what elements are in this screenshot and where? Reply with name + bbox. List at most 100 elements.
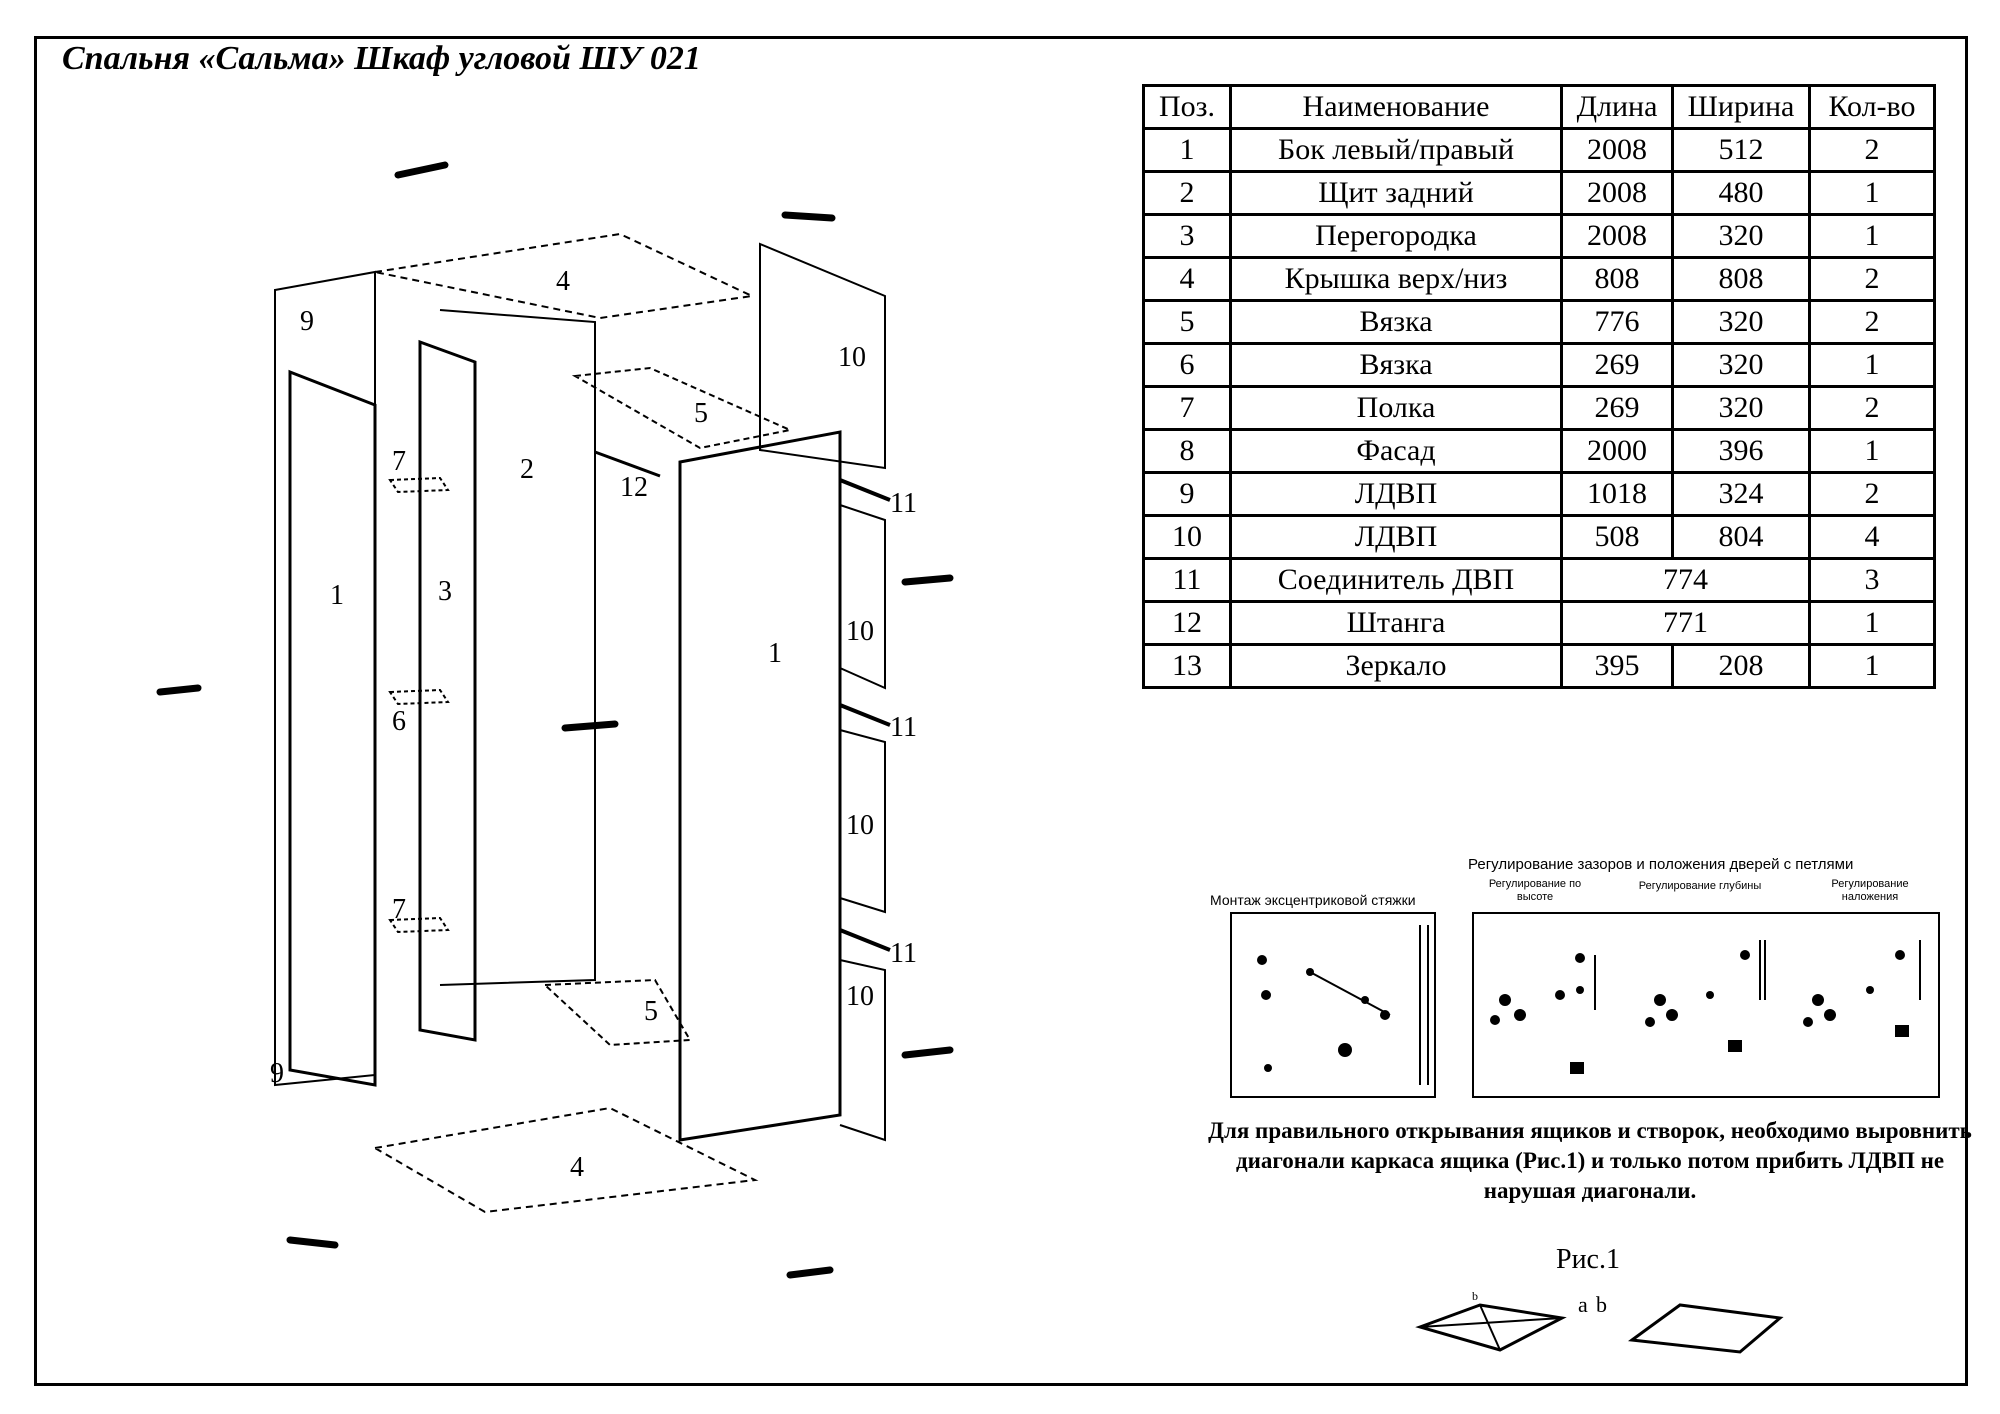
eccentric-illustration	[1257, 955, 1390, 1072]
cell-length: 776	[1560, 299, 1674, 345]
cell-pos: 4	[1142, 256, 1232, 302]
cell-qty: 2	[1808, 256, 1936, 302]
cell-pos: 12	[1142, 600, 1232, 646]
rear-panel-10c	[839, 729, 886, 914]
cell-name: Полка	[1229, 385, 1563, 431]
eccentric-title: Монтаж эксцентриковой стяжки	[1210, 892, 1416, 908]
label-12: 12	[620, 472, 648, 503]
cell-width: 320	[1671, 213, 1811, 259]
rear-panel-10d	[839, 959, 886, 1142]
label-11-c: 11	[890, 938, 917, 969]
figure-1-drawing	[1415, 1303, 1784, 1354]
cell-width: 208	[1671, 643, 1811, 689]
stretcher-top	[571, 366, 794, 450]
cell-length: 269	[1560, 342, 1674, 388]
partition-panel	[418, 339, 477, 1042]
fig-diag-b-small: b	[1472, 1289, 1478, 1303]
cell-qty: 1	[1808, 342, 1936, 388]
cell-qty: 2	[1808, 299, 1936, 345]
label-5-top: 5	[694, 398, 708, 429]
cell-name: ЛДВП	[1229, 514, 1563, 560]
label-10-b: 10	[846, 616, 874, 647]
rod-12	[594, 450, 661, 478]
hinge-lines	[1594, 940, 1921, 1010]
header-pos: Поз.	[1142, 84, 1232, 130]
hinge-overlay-label: Регулирование наложения	[1831, 878, 1909, 903]
label-6: 6	[392, 706, 406, 737]
bottom-cover-panel	[372, 1106, 759, 1214]
cell-pos: 13	[1142, 643, 1232, 689]
hinge-box	[1472, 912, 1940, 1098]
cell-pos: 11	[1142, 557, 1232, 603]
cell-name: Штанга	[1229, 600, 1563, 646]
label-10-c: 10	[846, 810, 874, 841]
connector-11b	[839, 703, 891, 727]
cell-width: 320	[1671, 299, 1811, 345]
hinge-depth-label: Регулирование глубины	[1638, 880, 1762, 892]
label-9-top: 9	[300, 306, 314, 337]
hinge-title: Регулирование зазоров и положения дверей…	[1468, 856, 1854, 873]
cell-name: ЛДВП	[1229, 471, 1563, 517]
cell-qty: 1	[1808, 600, 1936, 646]
cell-qty: 1	[1808, 170, 1936, 216]
cell-width: 480	[1671, 170, 1811, 216]
back-shield-panel	[439, 309, 596, 986]
cell-name: Крышка верх/низ	[1229, 256, 1563, 302]
cell-qty: 3	[1808, 557, 1936, 603]
cell-length: 508	[1560, 514, 1674, 560]
cell-pos: 5	[1142, 299, 1232, 345]
cell-name: Зеркало	[1229, 643, 1563, 689]
drawing-frame	[34, 36, 1968, 1386]
label-10-d: 10	[846, 981, 874, 1012]
cell-length: 2008	[1560, 213, 1674, 259]
stretcher-6	[388, 688, 450, 706]
cell-dimension: 771	[1560, 600, 1811, 646]
header-length: Длина	[1560, 84, 1674, 130]
label-11-a: 11	[890, 488, 917, 519]
cell-qty: 2	[1808, 471, 1936, 517]
cell-width: 320	[1671, 385, 1811, 431]
cell-pos: 8	[1142, 428, 1232, 474]
cell-pos: 7	[1142, 385, 1232, 431]
cell-name: Перегородка	[1229, 213, 1563, 259]
label-3: 3	[438, 576, 452, 607]
label-7-a: 7	[392, 446, 406, 477]
cell-width: 320	[1671, 342, 1811, 388]
cell-length: 395	[1560, 643, 1674, 689]
header-name: Наименование	[1229, 84, 1563, 130]
cell-length: 269	[1560, 385, 1674, 431]
label-7-b: 7	[392, 894, 406, 925]
cell-width: 512	[1671, 127, 1811, 173]
shelf-7b	[388, 916, 450, 934]
cell-qty: 2	[1808, 127, 1936, 173]
cell-width: 396	[1671, 428, 1811, 474]
table-header-row: Поз. Наименование Длина Ширина Кол-во	[1142, 84, 1936, 130]
cell-width: 808	[1671, 256, 1811, 302]
cell-length: 2000	[1560, 428, 1674, 474]
figure-caption: Рис.1	[1556, 1244, 1620, 1275]
hinge-height-label: Регулирование по высоте	[1488, 878, 1582, 903]
cell-name: Соединитель ДВП	[1229, 557, 1563, 603]
cell-qty: 2	[1808, 385, 1936, 431]
connector-11a	[839, 478, 891, 502]
assembly-note: Для правильного открывания ящиков и ство…	[1208, 1118, 1972, 1203]
cell-width: 804	[1671, 514, 1811, 560]
cell-qty: 4	[1808, 514, 1936, 560]
rear-panel-10a	[759, 242, 886, 470]
header-qty: Кол-во	[1808, 84, 1936, 130]
label-10-a: 10	[838, 342, 866, 373]
